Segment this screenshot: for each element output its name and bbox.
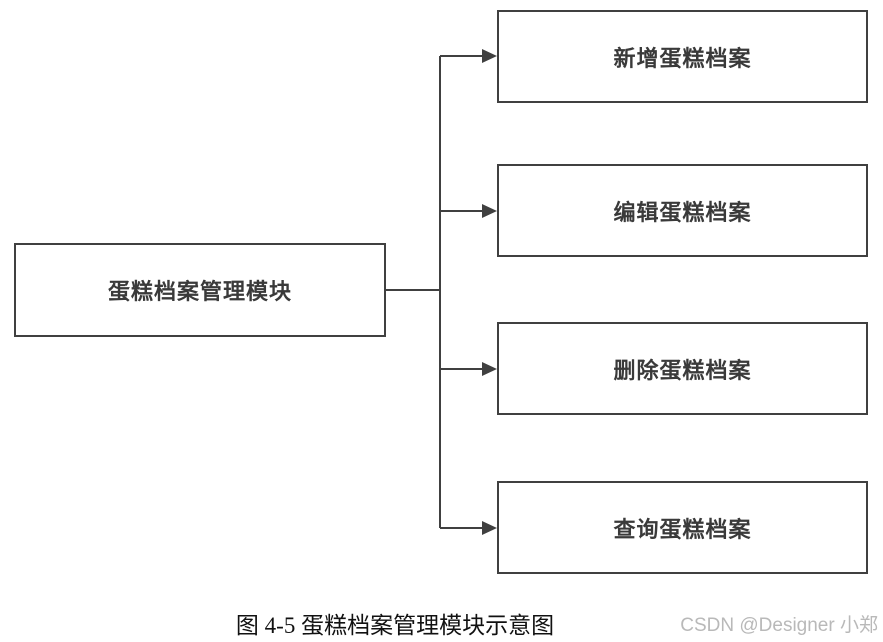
node-query-cake-archive: 查询蛋糕档案: [497, 481, 868, 574]
node-delete-cake-archive: 删除蛋糕档案: [497, 322, 868, 415]
figure-caption: 图 4-5 蛋糕档案管理模块示意图: [235, 613, 555, 638]
watermark-text: CSDN @Designer 小郑: [680, 615, 878, 636]
branch-2: [440, 204, 497, 218]
arrow-icon: [482, 49, 497, 63]
node-add-cake-archive: 新增蛋糕档案: [497, 10, 868, 103]
arrow-icon: [482, 521, 497, 535]
node-label: 删除蛋糕档案: [613, 357, 752, 383]
node-label: 新增蛋糕档案: [613, 45, 752, 71]
branch-3: [440, 362, 497, 376]
node-label: 蛋糕档案管理模块: [107, 279, 292, 304]
node-label: 查询蛋糕档案: [613, 516, 752, 542]
node-label: 编辑蛋糕档案: [613, 199, 752, 225]
branch-1: [440, 49, 497, 63]
arrow-icon: [482, 204, 497, 218]
node-cake-archive-module: 蛋糕档案管理模块: [14, 243, 386, 337]
branch-4: [440, 521, 497, 535]
arrow-icon: [482, 362, 497, 376]
node-edit-cake-archive: 编辑蛋糕档案: [497, 164, 868, 257]
